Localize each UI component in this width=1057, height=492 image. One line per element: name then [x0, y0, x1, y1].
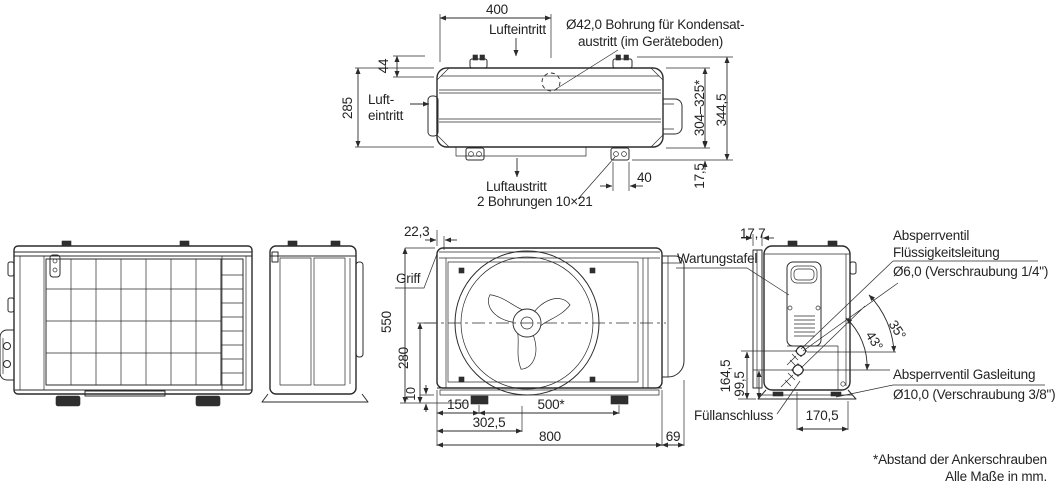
dim-800: 800 [539, 429, 561, 445]
dim-302-5: 302,5 [472, 415, 506, 431]
fill-port-leader [776, 380, 801, 415]
service-panel-leader [676, 267, 790, 296]
liquid-valve-label-line2: Flüssigkeitsleitung [893, 245, 1000, 260]
shutoff-valves [780, 344, 846, 388]
dim-44: 44 [376, 58, 392, 74]
pipe-connections [0, 261, 15, 381]
bottom-feet [465, 147, 630, 161]
dim-99-5: 99,5 [732, 371, 748, 397]
condensate-label-line2: austritt (im Geräteboden) [578, 34, 724, 49]
dim-500: 500* [537, 397, 565, 413]
air-inlet-side-bump [427, 95, 439, 137]
holes-leader [577, 156, 616, 200]
liquid-valve-label-line1: Absperrventil [893, 228, 970, 243]
air-inlet-side-label-line2: eintritt [368, 108, 404, 123]
dim-17-7: 17,7 [740, 226, 766, 241]
left-side-view-drawing [261, 240, 369, 403]
top-view-drawing [355, 14, 733, 200]
fan-grille [447, 261, 639, 383]
right-side-view-drawing [676, 234, 1045, 432]
dim-69: 69 [665, 429, 681, 445]
gas-valve-leader [835, 384, 1045, 398]
liquid-valve-label-line3: Ø6,0 (Verschraubung 1/4") [893, 264, 1049, 279]
units-note: Alle Maße in mm. [945, 469, 1047, 484]
valve-plate [787, 345, 839, 390]
dim-170-5: 170,5 [805, 408, 839, 424]
gas-valve-label-line2: Ø10,0 (Verschraubung 3/8") [893, 387, 1056, 402]
dim-304-325: 304–325* [692, 79, 708, 137]
holes-label: 2 Bohrungen 10×21 [477, 194, 593, 209]
dim-17-5: 17,5 [692, 163, 708, 189]
handle-label: Griff [396, 271, 421, 286]
dim-400: 400 [486, 2, 508, 18]
dim-40: 40 [637, 170, 652, 185]
dim-10: 10 [403, 387, 418, 401]
front-view-drawing [395, 230, 685, 448]
dim-150: 150 [447, 397, 469, 413]
dim-344-5: 344,5 [714, 93, 730, 127]
dim-280: 280 [396, 347, 412, 369]
air-outlet-label: Luftaustritt [486, 179, 547, 194]
top-feet [469, 54, 633, 69]
liquid-valve-leader [800, 260, 1038, 350]
condensate-hole [541, 72, 561, 92]
anchor-bolt-footnote: *Abstand der Ankerschrauben [873, 452, 1047, 467]
dim-550: 550 [379, 311, 395, 333]
service-panel-label: Wartungstafel [677, 251, 758, 266]
pipe-cover-bracket [663, 98, 683, 135]
air-inlet-side-label-line1: Luft- [368, 92, 395, 107]
dim-285: 285 [340, 97, 356, 119]
air-inlet-top-label: Lufteintritt [489, 22, 546, 37]
gas-valve-label-line1: Absperrventil Gasleitung [893, 367, 1036, 382]
condensate-label-line1: Ø42,0 Bohrung für Kondensat- [566, 17, 745, 32]
service-panel [786, 261, 822, 347]
fill-port-label: Füllanschluss [694, 408, 774, 423]
dim-22-3: 22,3 [404, 224, 430, 239]
side-cover [662, 255, 685, 378]
rear-view-drawing [0, 240, 253, 407]
